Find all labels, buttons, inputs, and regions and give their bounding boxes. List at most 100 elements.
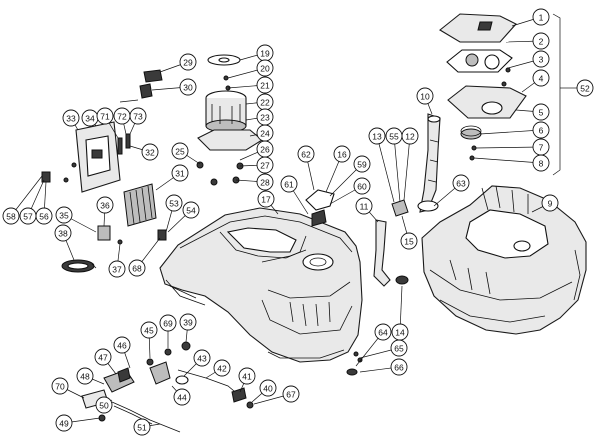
base-housing bbox=[159, 207, 363, 363]
callout-33: 33 bbox=[62, 109, 80, 131]
callout-number: 15 bbox=[404, 237, 414, 247]
callout-15: 15 bbox=[400, 215, 418, 250]
callout-number: 5 bbox=[539, 108, 544, 118]
callout-circle bbox=[259, 379, 277, 397]
callout-circle bbox=[159, 314, 177, 332]
callout-circle bbox=[51, 377, 69, 395]
callout-circle bbox=[165, 194, 183, 212]
callout-number: 44 bbox=[177, 393, 187, 403]
callout-number: 64 bbox=[378, 328, 388, 338]
callout-number: 26 bbox=[260, 145, 270, 155]
callout-48: 48 bbox=[76, 367, 105, 385]
parts-group-bracket bbox=[552, 13, 570, 176]
callout-46: 46 bbox=[113, 336, 131, 369]
callout-61: 61 bbox=[280, 175, 309, 215]
callout-number: 19 bbox=[260, 49, 270, 59]
callout-circle bbox=[532, 69, 550, 87]
callout-number: 73 bbox=[133, 112, 143, 122]
callout-number: 11 bbox=[360, 202, 369, 212]
callout-number: 57 bbox=[23, 212, 33, 222]
callout-47: 47 bbox=[94, 348, 117, 375]
callout-11: 11 bbox=[355, 197, 379, 223]
callout-68: 68 bbox=[128, 237, 161, 277]
control-box bbox=[63, 121, 121, 193]
callout-4: 4 bbox=[521, 69, 550, 93]
callout-number: 70 bbox=[55, 382, 65, 392]
callout-circle bbox=[95, 396, 113, 414]
callout-29: 29 bbox=[159, 53, 197, 73]
callout-number: 37 bbox=[112, 265, 122, 275]
callout-32: 32 bbox=[129, 143, 159, 161]
callout-54: 54 bbox=[167, 201, 200, 233]
callout-34: 34 bbox=[81, 109, 99, 127]
callout-number: 3 bbox=[539, 55, 544, 65]
callout-44: 44 bbox=[171, 385, 191, 406]
callout-leader-line bbox=[479, 129, 542, 135]
callout-circle bbox=[390, 358, 408, 376]
callout-number: 40 bbox=[263, 384, 273, 394]
callout-36: 36 bbox=[96, 196, 114, 227]
callout-number: 36 bbox=[100, 201, 110, 211]
callout-circle bbox=[133, 418, 151, 436]
callout-number: 49 bbox=[59, 419, 69, 429]
callout-number: 10 bbox=[420, 92, 430, 102]
callout-circle bbox=[256, 76, 274, 94]
callout-43: 43 bbox=[183, 349, 211, 377]
callout-24: 24 bbox=[249, 124, 274, 142]
callout-67: 67 bbox=[253, 385, 300, 405]
callout-number: 60 bbox=[357, 182, 367, 192]
callout-number: 66 bbox=[394, 363, 404, 373]
heatsink bbox=[123, 183, 157, 227]
callout-17: 17 bbox=[257, 190, 279, 215]
callout-73: 73 bbox=[129, 107, 147, 135]
callout-circle bbox=[129, 107, 147, 125]
callout-number: 47 bbox=[98, 353, 108, 363]
callout-30: 30 bbox=[151, 78, 197, 96]
right-fasteners bbox=[346, 351, 363, 376]
callout-circle bbox=[374, 323, 392, 341]
callout-14: 14 bbox=[391, 285, 409, 341]
callout-5: 5 bbox=[515, 103, 550, 121]
callout-leader-line bbox=[473, 157, 542, 164]
callout-70: 70 bbox=[51, 377, 85, 399]
callout-25: 25 bbox=[171, 142, 201, 165]
callout-69: 69 bbox=[159, 314, 177, 348]
callout-number: 65 bbox=[394, 344, 404, 354]
callout-circle bbox=[113, 336, 131, 354]
callout-circle bbox=[76, 367, 94, 385]
callout-circle bbox=[256, 173, 274, 191]
callout-58: 58 bbox=[2, 175, 43, 225]
callout-number: 12 bbox=[405, 132, 415, 142]
callout-52: 52 bbox=[570, 79, 594, 97]
callout-60: 60 bbox=[329, 177, 371, 205]
callout-31: 31 bbox=[155, 164, 189, 191]
callout-19: 19 bbox=[239, 44, 274, 62]
callout-circle bbox=[353, 155, 371, 173]
callout-number: 42 bbox=[217, 364, 227, 374]
callout-circle bbox=[141, 143, 159, 161]
callout-number: 25 bbox=[175, 147, 185, 157]
callout-circle bbox=[128, 259, 146, 277]
callout-circle bbox=[532, 121, 550, 139]
callout-leader-line bbox=[403, 135, 411, 201]
callout-13: 13 bbox=[368, 127, 395, 203]
callout-circle bbox=[576, 79, 594, 97]
callout-number: 59 bbox=[357, 160, 367, 170]
callout-63: 63 bbox=[433, 174, 470, 207]
callout-number: 71 bbox=[100, 112, 110, 122]
callout-38: 38 bbox=[54, 224, 75, 261]
callout-number: 16 bbox=[337, 150, 347, 160]
callout-circle bbox=[355, 197, 373, 215]
callout-1: 1 bbox=[511, 8, 550, 27]
callout-37: 37 bbox=[108, 243, 126, 278]
callout-56: 56 bbox=[35, 181, 53, 225]
callout-number: 38 bbox=[58, 229, 68, 239]
callout-7: 7 bbox=[475, 138, 550, 156]
callout-leader-line bbox=[475, 146, 542, 149]
callout-circle bbox=[182, 201, 200, 219]
callout-number: 23 bbox=[260, 113, 270, 123]
callout-3: 3 bbox=[507, 50, 550, 69]
callout-circle bbox=[282, 385, 300, 403]
callout-9: 9 bbox=[531, 194, 559, 213]
callout-42: 42 bbox=[205, 359, 231, 379]
